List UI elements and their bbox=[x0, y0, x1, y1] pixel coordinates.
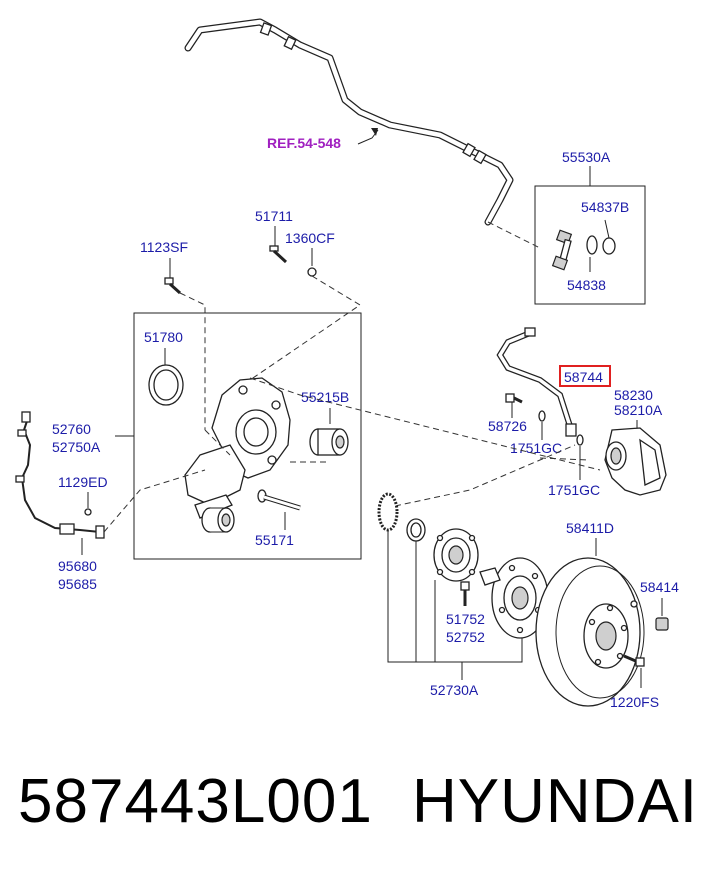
label-55530A: 55530A bbox=[562, 149, 611, 165]
label-54837B: 54837B bbox=[581, 199, 629, 215]
wheel-speed-sensor bbox=[15, 411, 105, 539]
exploded-view-svg: REF.54-548 55530A 54837B 54838 51711 136… bbox=[15, 18, 679, 710]
stabilizer-bar bbox=[184, 18, 514, 226]
label-1220FS: 1220FS bbox=[610, 694, 659, 710]
hub-bearing bbox=[433, 528, 479, 582]
nut-1360CF bbox=[307, 267, 317, 277]
bushing-lower bbox=[201, 507, 235, 533]
footer: 587443L001 HYUNDAI bbox=[0, 730, 704, 872]
brand-name: HYUNDAI bbox=[412, 767, 699, 836]
parts-diagram: REF.54-548 55530A 54837B 54838 51711 136… bbox=[15, 18, 679, 710]
bolt-55171 bbox=[257, 489, 301, 511]
ref-arrow-icon bbox=[371, 128, 378, 136]
tone-ring bbox=[377, 492, 399, 532]
label-1751GC-b: 1751GC bbox=[548, 482, 600, 498]
bolt-51711 bbox=[269, 245, 288, 264]
oil-seal bbox=[406, 518, 426, 542]
label-58411D: 58411D bbox=[566, 520, 614, 536]
brake-disc bbox=[535, 557, 645, 707]
brake-hose bbox=[496, 327, 577, 437]
label-1123SF: 1123SF bbox=[140, 239, 188, 255]
bolt-58726 bbox=[505, 393, 523, 404]
hub-bolt bbox=[460, 581, 470, 606]
ref-label: REF.54-548 bbox=[267, 135, 341, 151]
label-52730A: 52730A bbox=[430, 682, 479, 698]
label-1751GC-a: 1751GC bbox=[510, 440, 562, 456]
label-58414: 58414 bbox=[640, 579, 679, 595]
label-55215B: 55215B bbox=[301, 389, 349, 405]
bolt-1129ED bbox=[84, 508, 92, 516]
label-51780: 51780 bbox=[144, 329, 183, 345]
label-95680: 95680 bbox=[58, 558, 97, 574]
wheel-hub bbox=[479, 557, 549, 639]
label-55171: 55171 bbox=[255, 532, 294, 548]
bushing-55215B bbox=[309, 428, 349, 456]
label-58210A: 58210A bbox=[614, 402, 663, 418]
washer-1751GC-b bbox=[576, 434, 584, 446]
label-52760: 52760 bbox=[52, 421, 91, 437]
label-51752: 51752 bbox=[446, 611, 485, 627]
label-52750A: 52750A bbox=[52, 439, 101, 455]
highlight-box bbox=[559, 365, 611, 387]
label-1129ED: 1129ED bbox=[58, 474, 108, 490]
bolt-1123SF bbox=[164, 277, 182, 295]
stabilizer-link bbox=[551, 219, 616, 272]
label-1360CF: 1360CF bbox=[285, 230, 335, 246]
label-95685: 95685 bbox=[58, 576, 97, 592]
bolt-1220FS bbox=[623, 654, 645, 667]
brake-caliper bbox=[604, 427, 667, 496]
label-51711: 51711 bbox=[255, 208, 293, 224]
label-58230: 58230 bbox=[614, 387, 653, 403]
label-54838: 54838 bbox=[567, 277, 606, 293]
label-52752: 52752 bbox=[446, 629, 485, 645]
knuckle bbox=[184, 377, 291, 519]
label-58726: 58726 bbox=[488, 418, 527, 434]
part-number: 587443L001 bbox=[18, 767, 373, 836]
nut-58414 bbox=[655, 617, 669, 631]
washer-1751GC-a bbox=[538, 410, 546, 422]
label-58744: 58744 bbox=[564, 369, 603, 385]
